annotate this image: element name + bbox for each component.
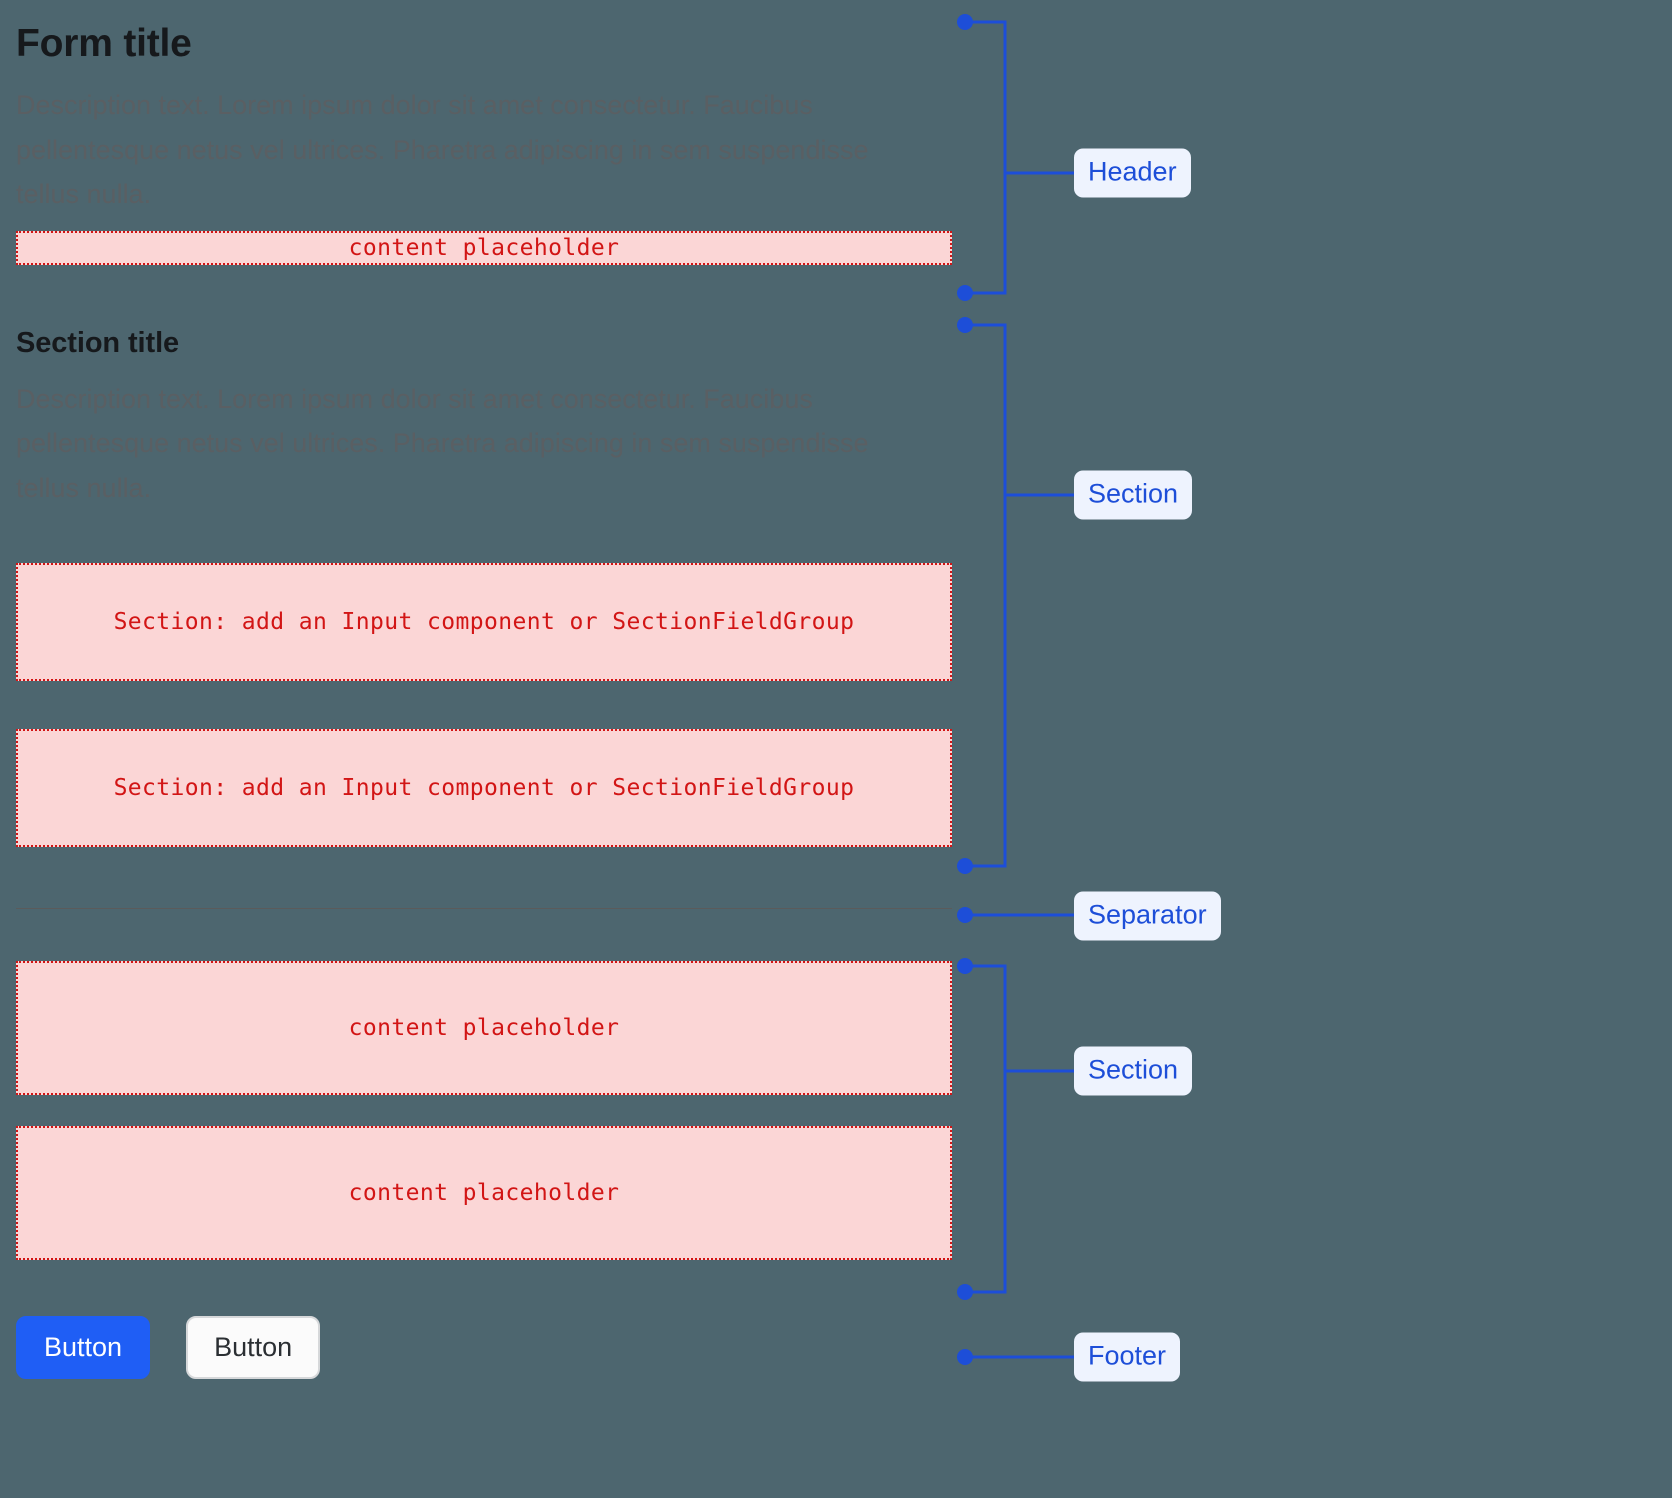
- annotation-label-separator[interactable]: Separator: [1074, 891, 1221, 941]
- form-header-block: Form title Description text. Lorem ipsum…: [16, 22, 952, 266]
- section-one-description: Description text. Lorem ipsum dolor sit …: [16, 383, 869, 504]
- section-two-content-placeholder-1[interactable]: content placeholder: [16, 961, 952, 1096]
- bracket-endpoint-dot: [957, 1349, 973, 1365]
- header-content-placeholder[interactable]: content placeholder: [16, 231, 952, 266]
- annotation-label-section-two[interactable]: Section: [1074, 1046, 1193, 1096]
- bracket-endpoint-dot: [957, 317, 973, 333]
- form-title: Form title: [16, 22, 192, 65]
- bracket-endpoint-dot: [957, 14, 973, 30]
- form-separator: [16, 908, 952, 910]
- section-two-content-placeholder-2[interactable]: content placeholder: [16, 1126, 952, 1261]
- form-header-description: Description text. Lorem ipsum dolor sit …: [16, 89, 869, 210]
- annotation-label-header[interactable]: Header: [1074, 148, 1191, 198]
- bracket-endpoint-dot: [957, 1284, 973, 1300]
- annotation-label-footer[interactable]: Footer: [1074, 1332, 1181, 1382]
- section-one-field-placeholder-1[interactable]: Section: add an Input component or Secti…: [16, 563, 952, 682]
- form-footer-buttons: Button Button: [16, 1316, 952, 1380]
- primary-button[interactable]: Button: [16, 1316, 151, 1380]
- annotation-bracket-section-two: [957, 958, 1145, 1300]
- form-section-one-block: Section title Description text. Lorem ip…: [16, 327, 952, 848]
- section-one-title: Section title: [16, 327, 180, 360]
- bracket-endpoint-dot: [957, 907, 973, 923]
- form-column: Form title Description text. Lorem ipsum…: [16, 0, 952, 1380]
- secondary-button[interactable]: Button: [186, 1316, 321, 1380]
- form-section-two-block: content placeholder content placeholder: [16, 961, 952, 1261]
- bracket-endpoint-dot: [957, 958, 973, 974]
- annotation-bracket-section-one: [957, 317, 1145, 874]
- bracket-endpoint-dot: [957, 285, 973, 301]
- bracket-endpoint-dot: [957, 858, 973, 874]
- annotation-label-section-one[interactable]: Section: [1074, 470, 1193, 520]
- section-one-field-placeholder-2[interactable]: Section: add an Input component or Secti…: [16, 729, 952, 848]
